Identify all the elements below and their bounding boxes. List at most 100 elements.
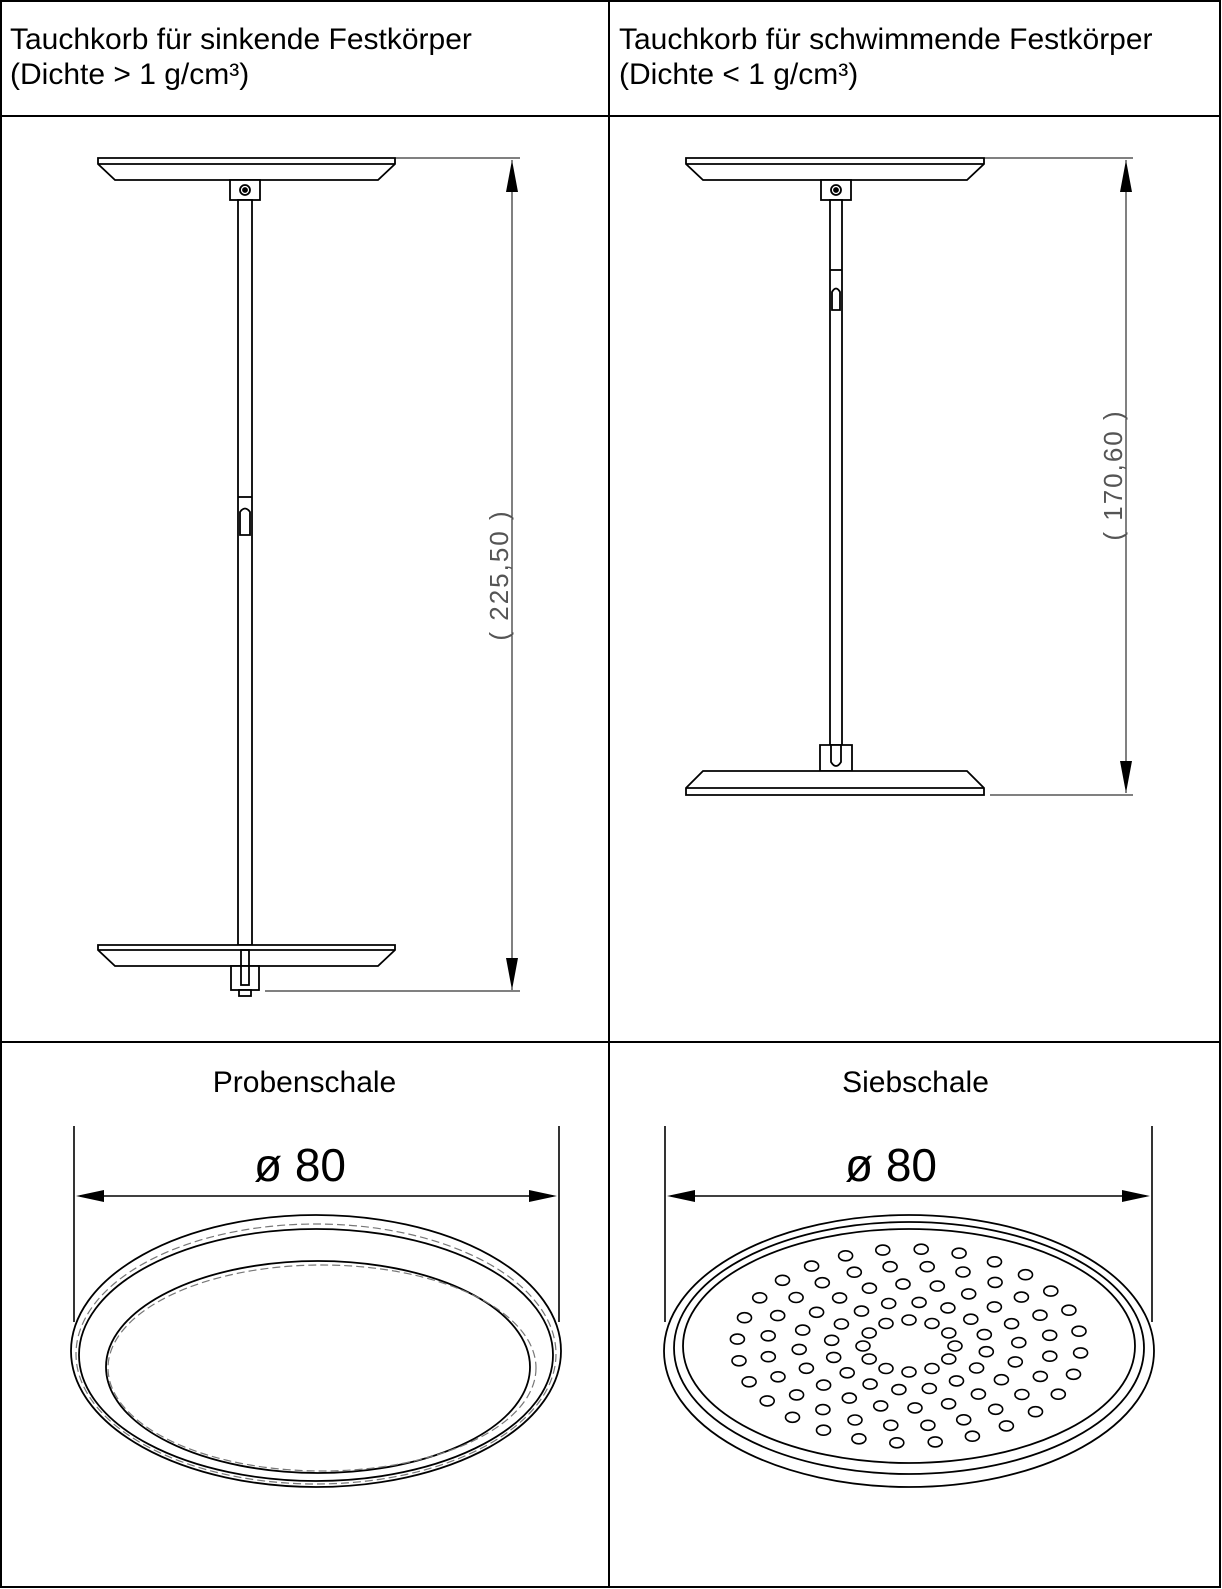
sieve-hole (888, 1437, 905, 1449)
sieve-hole (803, 1260, 820, 1272)
sieve-hole (878, 1362, 894, 1375)
sieve-hole (1014, 1388, 1030, 1401)
sieve-hole (729, 1333, 746, 1345)
sieve-hole (901, 1366, 917, 1378)
sieve-hole (1065, 1368, 1082, 1381)
sieve-hole (751, 1292, 768, 1304)
sieve-hole (1042, 1350, 1058, 1362)
sieve-hole (964, 1430, 981, 1442)
probenschale-diameter: ø 80 (254, 1139, 346, 1191)
sieve-hole (986, 1256, 1003, 1268)
sieve-hole (895, 1278, 911, 1290)
sieve-hole (882, 1419, 899, 1432)
sinking-dimension-label: ( 225,50 ) (484, 509, 514, 640)
sieve-hole (815, 1403, 831, 1416)
sieve-hole (927, 1436, 944, 1448)
sieve-hole (940, 1327, 957, 1339)
sieve-hole (924, 1362, 940, 1375)
sieve-hole (1032, 1370, 1049, 1383)
sieve-hole (823, 1334, 840, 1347)
sieve-hole (911, 1296, 927, 1309)
sieve-hole (731, 1355, 747, 1367)
probenschale-drawing: ø 80 (70, 1126, 562, 1488)
sieve-hole (986, 1301, 1003, 1313)
sieve-hole (760, 1350, 777, 1363)
sieve-hole (1010, 1336, 1027, 1349)
sieve-hole (882, 1260, 898, 1273)
sieve-hole (968, 1362, 985, 1374)
bottom-plate (97, 944, 396, 967)
siebschale-drawing: ø 80 (663, 1126, 1155, 1488)
sieve-hole (736, 1311, 753, 1324)
sieve-hole (861, 1327, 878, 1339)
sieve-hole (940, 1302, 956, 1314)
sieve-hole (808, 1306, 825, 1319)
sieve-hole (847, 1414, 863, 1426)
sieve-hole (770, 1371, 786, 1383)
sieve-hole (920, 1419, 936, 1432)
sieve-hole (948, 1375, 965, 1387)
sieve-hole (940, 1353, 957, 1365)
sieve-hole (947, 1340, 963, 1352)
sieve-hole (987, 1276, 1003, 1289)
sieve-hole (788, 1291, 804, 1304)
sieve-hole (1027, 1405, 1044, 1418)
sieve-hole (880, 1297, 897, 1310)
siebschale-diameter: ø 80 (845, 1139, 937, 1191)
sieve-hole (1013, 1291, 1030, 1303)
sieve-hole (976, 1328, 993, 1341)
sieve-hole (798, 1362, 815, 1375)
sieve-hole (853, 1305, 870, 1317)
header-sinking-density: (Dichte > 1 g/cm³) (10, 58, 250, 91)
sieve-hole (901, 1314, 917, 1326)
sieve-hole (1041, 1329, 1058, 1342)
sieve-hole (1007, 1356, 1024, 1368)
sieve-hole (1003, 1317, 1020, 1330)
sieve-hole (1071, 1325, 1087, 1337)
sieve-hole (891, 1383, 907, 1396)
sieve-hole (814, 1276, 831, 1289)
sieve-hole (851, 1433, 867, 1445)
sieve-hole (1043, 1285, 1059, 1297)
sieve-hole (861, 1353, 878, 1365)
sieve-hole (960, 1288, 977, 1300)
bottom-plate (685, 770, 985, 796)
sieve-hole (872, 1400, 889, 1412)
sieve-hole (837, 1250, 854, 1262)
sieve-hole (784, 1411, 801, 1424)
sieve-hole (970, 1388, 987, 1400)
sieve-hole (913, 1243, 930, 1255)
sieve-hole (1072, 1347, 1089, 1359)
sieve-hole (1032, 1309, 1048, 1321)
sieve-hole (962, 1313, 979, 1325)
sieve-hole (841, 1392, 858, 1404)
header-sinking-title: Tauchkorb für sinkende Festkörper (10, 23, 472, 56)
floating-basket-drawing: ( 170,60 ) (685, 157, 1133, 796)
sieve-hole (815, 1379, 832, 1391)
sieve-hole (987, 1403, 1004, 1416)
sieve-hole (929, 1280, 946, 1292)
caption-siebschale: Siebschale (842, 1066, 989, 1099)
sieve-hole (1061, 1304, 1077, 1316)
header-cell-floating: Tauchkorb für schwimmende Festkörper (Di… (609, 0, 1222, 116)
sieve-hole (907, 1402, 923, 1414)
rod (829, 199, 843, 746)
sieve-hole (855, 1340, 871, 1352)
sieve-hole (759, 1395, 776, 1407)
top-plate (685, 157, 985, 181)
sieve-hole (951, 1247, 967, 1259)
sieve-hole (862, 1378, 878, 1390)
sieve-hole (874, 1244, 891, 1256)
sieve-hole (1050, 1388, 1067, 1400)
sieve-hole (955, 1414, 972, 1426)
sieve-hole (769, 1309, 786, 1322)
floating-dimension-label: ( 170,60 ) (1098, 409, 1128, 540)
sieve-hole (846, 1266, 863, 1278)
sieve-hole (741, 1376, 757, 1388)
sieve-hole (774, 1274, 791, 1287)
sieve-hole (815, 1424, 832, 1436)
header-floating-title: Tauchkorb für schwimmende Festkörper (619, 23, 1153, 56)
top-plate (97, 157, 396, 181)
sieve-hole (1017, 1268, 1034, 1281)
